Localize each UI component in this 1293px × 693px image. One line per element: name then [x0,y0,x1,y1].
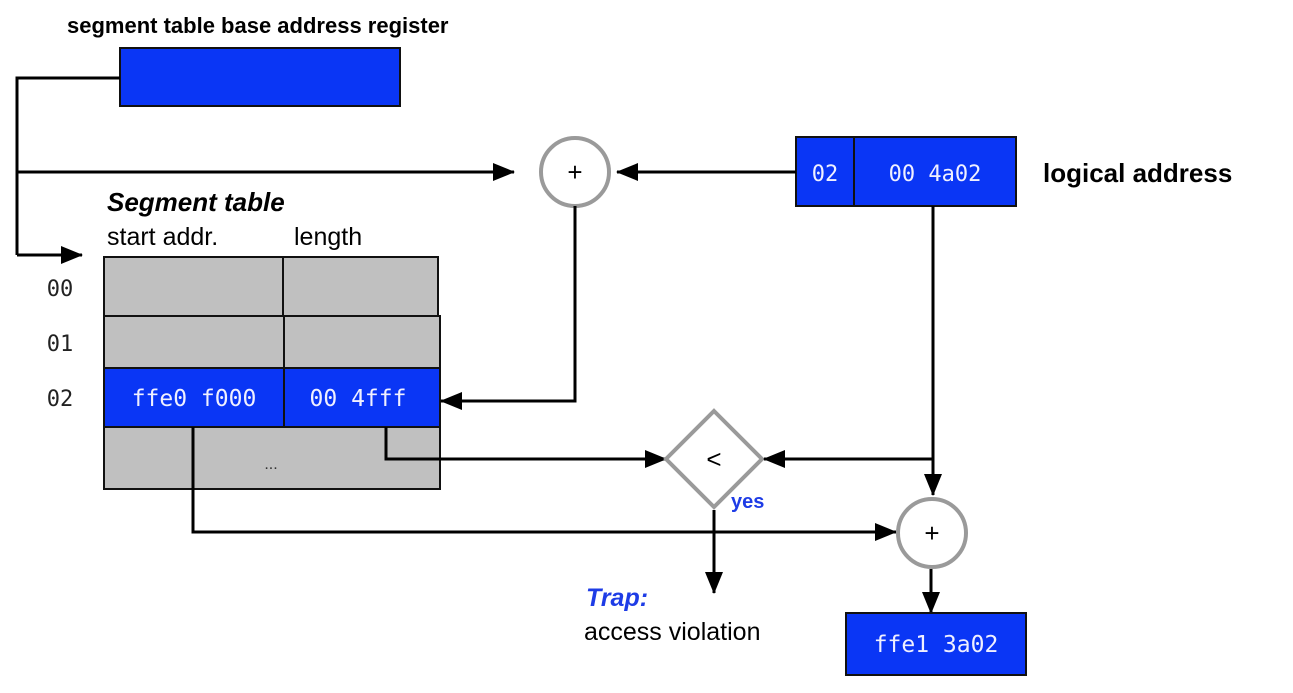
register-connector [15,76,515,264]
bottom-adder-node: + [896,497,968,569]
base-address-register [119,47,401,107]
comparator-node: < [663,408,765,510]
plus-icon: + [924,518,939,548]
table-cell [282,256,439,317]
table-ellipsis: ... [264,456,277,473]
adder-to-table-line [462,206,577,403]
physical-address-value: ffe1 3a02 [874,632,999,658]
trap-message: access violation [584,618,760,646]
table-cell [103,315,285,369]
row-index: 02 [47,387,74,412]
row-index: 01 [47,332,74,357]
register-label: segment table base address register [67,13,449,38]
table-cell-highlighted [103,367,285,428]
table-cell-highlighted [283,367,441,428]
length-to-comparator-line [384,427,645,461]
trap-title: Trap: [586,584,648,612]
table-cell [103,256,284,317]
table-cell [283,315,441,369]
segment-number: 02 [812,162,839,187]
column-header-start: start addr. [107,223,218,251]
length-value: 00 4fff [310,386,407,412]
segment-table-title: Segment table [107,187,285,217]
plus-icon: + [567,157,582,187]
less-than-icon: < [706,444,721,474]
top-adder-node: + [539,136,611,208]
offset-box [853,136,1017,207]
comparator-diamond [663,408,765,510]
start-to-adder-line [191,427,880,534]
segment-table [103,256,441,490]
segment-number-box [795,136,855,207]
yes-label: yes [731,491,764,513]
start-address-value: ffe0 f000 [132,386,257,412]
physical-address-box [845,612,1027,676]
row-index: 00 [47,277,74,302]
adder-circle [896,497,968,569]
offset-value: 00 4a02 [889,162,982,187]
table-cell-ellipsis [103,426,441,490]
logical-address: 02 00 4a02 logical address [795,136,1232,207]
column-header-length: length [294,223,362,251]
logical-address-label: logical address [1043,158,1232,188]
